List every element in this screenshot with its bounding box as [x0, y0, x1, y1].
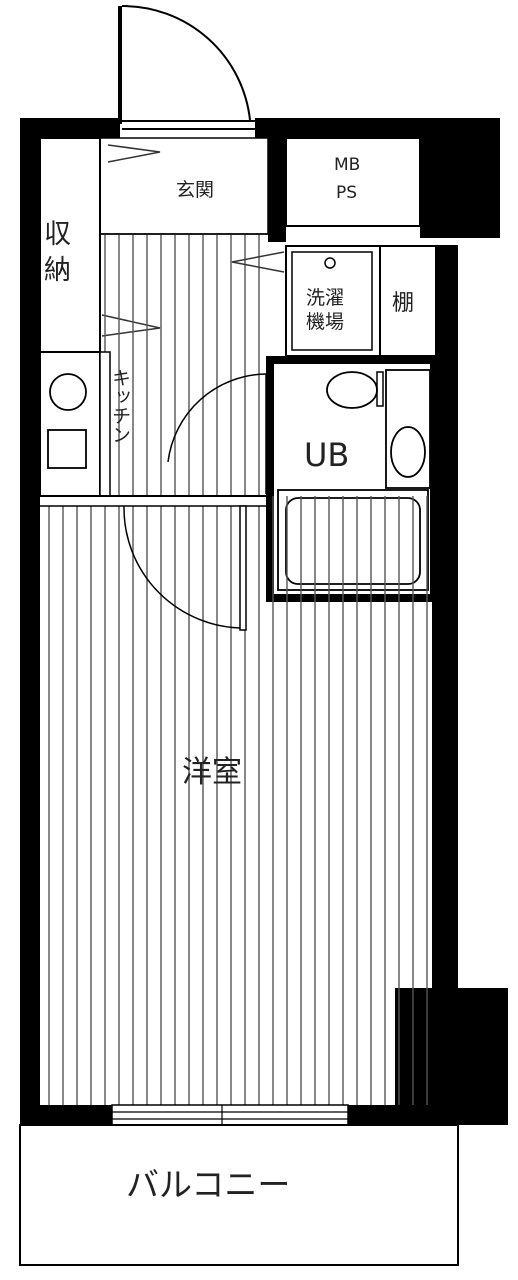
- kitchen-counter: [39, 351, 111, 497]
- label-storage-1: 収: [44, 219, 71, 250]
- bath-door-swing: [167, 373, 267, 463]
- label-storage-2: 納: [44, 255, 71, 286]
- room-door: [123, 505, 247, 631]
- label-laundry-1: 洗濯: [306, 287, 344, 309]
- drain-icon: [324, 257, 336, 269]
- label-balcony: バルコニー: [126, 1165, 290, 1204]
- entrance-step-mark: [107, 144, 161, 163]
- sink-icon: [47, 429, 87, 469]
- kitchen-corridor-floor: [100, 234, 268, 496]
- balcony: [19, 1124, 459, 1266]
- label-ps: PS: [336, 183, 357, 203]
- label-laundry-2: 機場: [306, 311, 344, 333]
- label-western-room: 洋室: [182, 755, 242, 790]
- label-kitchen: キッチン: [109, 368, 131, 444]
- entrance-door: [118, 4, 258, 130]
- label-entrance: 玄関: [176, 179, 214, 201]
- stove-burner-icon: [49, 373, 87, 411]
- label-mb: MB: [334, 155, 360, 175]
- label-shelf: 棚: [392, 291, 414, 316]
- balcony-window: [111, 1104, 349, 1126]
- washbasin-icon: [390, 426, 426, 478]
- label-unit-bath: UB: [304, 436, 349, 474]
- mb-ps-box: [285, 137, 421, 227]
- western-room-floor: [40, 496, 432, 1105]
- entrance-area: [99, 137, 269, 235]
- laundry-shelf-block: [231, 245, 437, 357]
